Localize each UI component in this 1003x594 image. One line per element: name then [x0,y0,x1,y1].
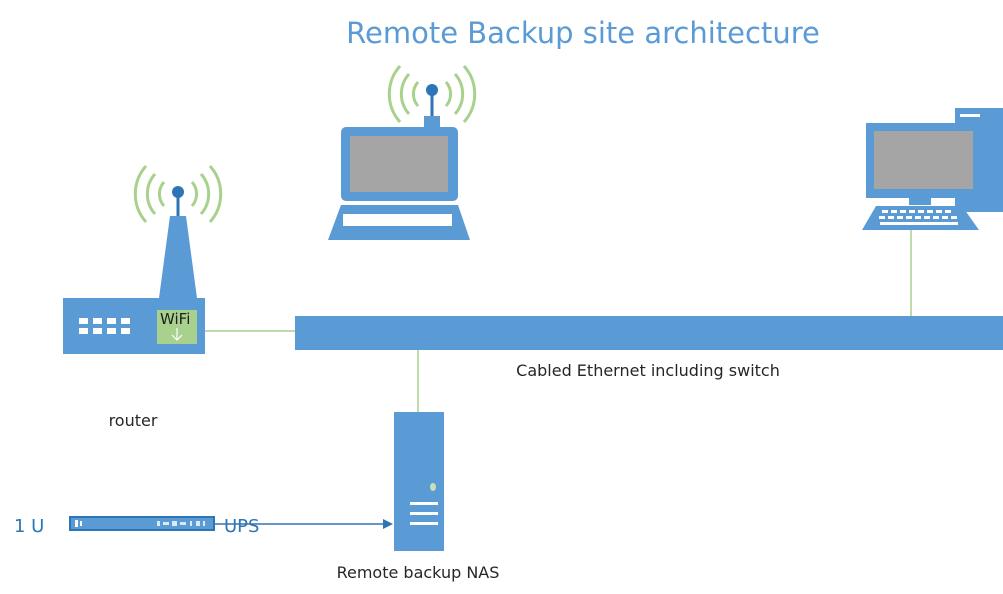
ups-to-nas-arrow [215,519,393,529]
ethernet-switch-bar [295,316,1003,350]
wifi-signal-icon [133,165,223,223]
connection-lines [198,225,912,412]
router-label: router [109,411,158,430]
wifi-label: WiFi [160,310,190,328]
nas-label: Remote backup NAS [337,563,500,582]
ethernet-label: Cabled Ethernet including switch [516,361,780,380]
router-icon: WiFi [63,165,223,354]
diagram-title: Remote Backup site architecture [346,16,820,50]
desktop-computer-icon [862,108,1003,230]
laptop-icon [328,65,477,240]
rack-unit-label: 1 U [14,516,44,537]
ups-rack-icon [69,516,215,531]
wifi-signal-icon [387,65,477,123]
ups-label: UPS [224,516,259,537]
server-icon [394,412,444,551]
